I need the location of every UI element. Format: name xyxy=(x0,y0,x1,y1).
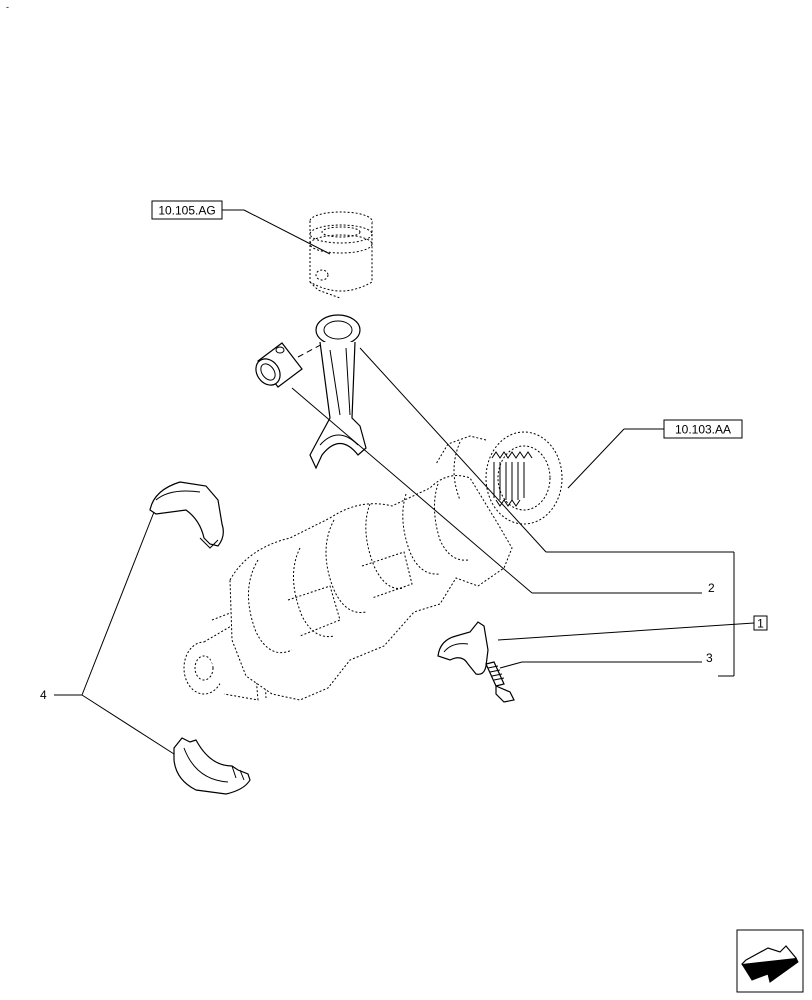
leader-lines xyxy=(54,209,755,755)
piston-pin-illustration xyxy=(255,339,331,388)
main-bearing-lower-illustration xyxy=(173,737,251,795)
crankshaft-illustration xyxy=(183,431,563,701)
rod-bolt-illustration xyxy=(485,661,515,703)
piston-illustration xyxy=(309,211,373,299)
callout-3-label: 3 xyxy=(706,651,713,665)
callout-4-label: 4 xyxy=(40,688,47,702)
callout-2-label: 2 xyxy=(708,581,715,595)
connecting-rod-illustration xyxy=(309,314,367,470)
ref-10-105-ag-link[interactable]: 10.105.AG xyxy=(151,200,223,220)
ref-10-103-aa-link[interactable]: 10.103.AA xyxy=(663,419,743,439)
callout-item-1: 1 xyxy=(753,615,768,631)
next-page-arrow-icon[interactable] xyxy=(736,929,804,993)
callout-1-label: 1 xyxy=(757,617,764,631)
ref-10-105-ag-label: 10.105.AG xyxy=(158,204,215,218)
rod-cap-illustration xyxy=(437,621,489,675)
corner-mark: - xyxy=(6,2,9,12)
main-bearing-upper-illustration xyxy=(149,481,224,549)
ref-10-103-aa-label: 10.103.AA xyxy=(675,423,731,437)
